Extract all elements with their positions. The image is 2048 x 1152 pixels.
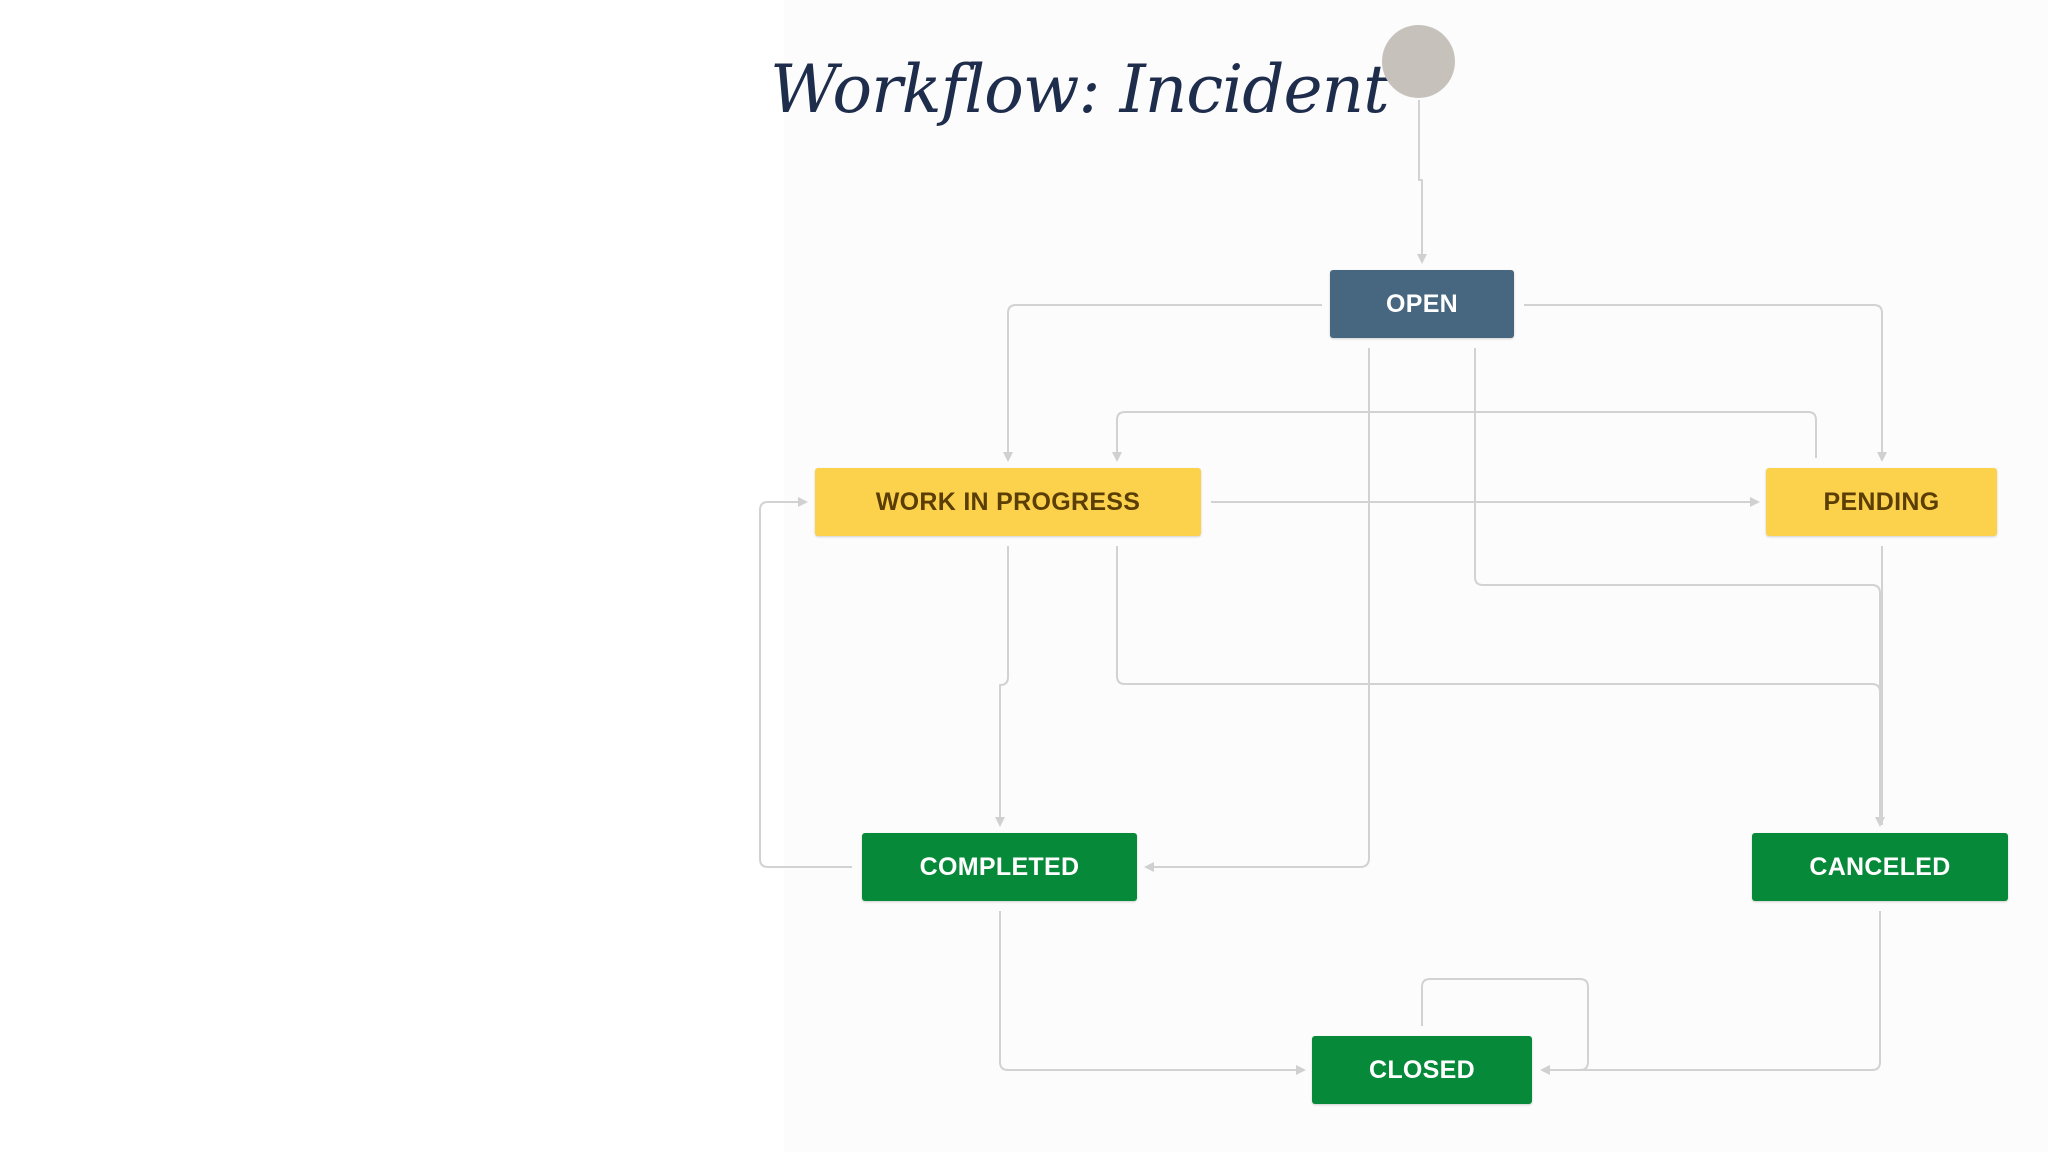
status-canceled[interactable]: CANCELED — [1752, 833, 2008, 901]
status-open[interactable]: OPEN — [1330, 270, 1514, 338]
edge-open-to-wip — [1003, 304, 1322, 462]
edge-start-to-open — [1417, 100, 1427, 264]
edge-open-to-completed — [1144, 348, 1370, 872]
edge-wip-to-canceled — [1116, 546, 1881, 825]
status-completed[interactable]: COMPLETED — [862, 833, 1137, 901]
edge-pending-to-wip — [1112, 411, 1817, 462]
edge-wip-to-completed — [995, 546, 1009, 827]
edge-open-to-pending — [1524, 304, 1887, 462]
diagram-canvas — [784, 0, 2048, 1152]
edge-completed-to-closed — [999, 911, 1306, 1075]
edge-completed-to-wip — [759, 497, 852, 868]
status-closed[interactable]: CLOSED — [1312, 1036, 1532, 1104]
edge-open-to-canceled — [1474, 348, 1885, 827]
edge-canceled-to-closed — [1540, 911, 1881, 1075]
edge-closed-self-loop — [1421, 978, 1589, 1071]
start-node — [1382, 25, 1455, 98]
status-pending[interactable]: PENDING — [1766, 468, 1997, 536]
status-work-in-progress[interactable]: WORK IN PROGRESS — [815, 468, 1201, 536]
page-title: Workflow: Incident — [770, 51, 1390, 128]
